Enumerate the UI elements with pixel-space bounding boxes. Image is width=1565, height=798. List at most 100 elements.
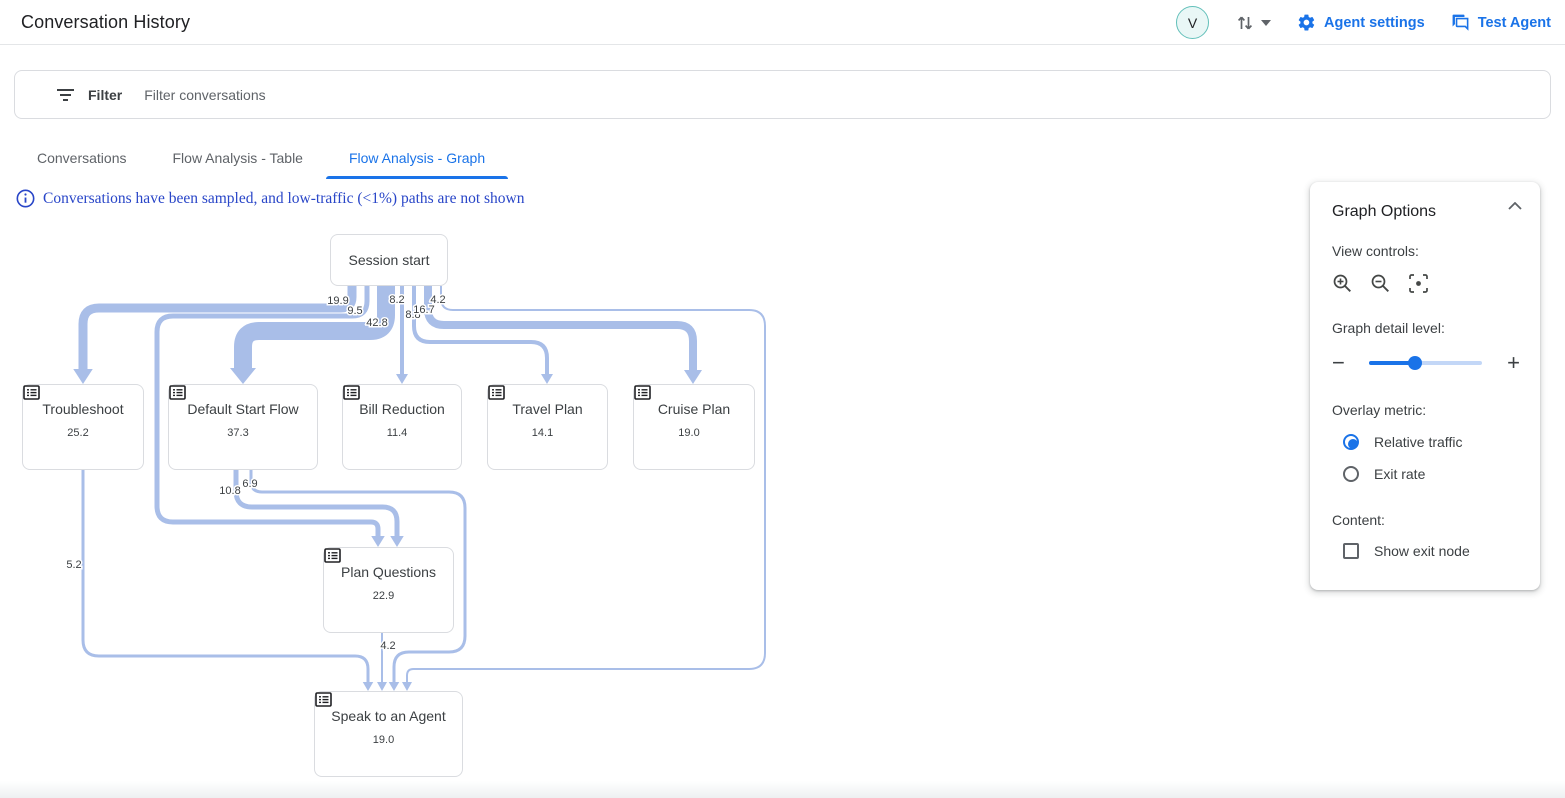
flow-edge-arrowhead [371,536,385,547]
top-bar: Conversation History V Agent settings [0,0,1565,45]
flow-node-title: Cruise Plan [657,401,731,417]
flow-edge-arrowhead [388,682,400,691]
detail-decrease-button[interactable]: − [1332,350,1345,375]
flow-edge [78,286,357,369]
flow-edge-arrowhead [377,682,387,691]
detail-level-slider[interactable] [1368,356,1483,370]
flow-node-session-start[interactable]: Session start [330,234,448,286]
flow-edge [234,286,395,368]
flow-edge [233,470,400,536]
content-label: Content: [1332,512,1385,528]
filter-conversations-input[interactable] [144,86,1045,103]
import-export-icon [1237,16,1253,29]
flow-node-speak-to-an-agent[interactable]: Speak to an Agent 19.0 [314,691,463,777]
flow-edge [412,286,549,374]
radio-exit-rate[interactable]: Exit rate [1343,466,1520,482]
overlay-metric-label: Overlay metric: [1332,402,1427,418]
collapse-chevron-up-icon[interactable] [1508,202,1522,210]
flow-edge [406,286,766,682]
show-exit-node-checkbox-row[interactable]: Show exit node [1343,543,1520,559]
edge-traffic-label: 6.9 [242,478,257,490]
flow-node-title: Session start [348,252,430,268]
flow-edge-arrowhead [390,536,404,547]
flow-edge-arrowhead [541,374,553,384]
flow-node-title: Bill Reduction [359,401,445,417]
tab-bar: Conversations Flow Analysis - Table Flow… [14,138,509,179]
test-agent-button[interactable]: Test Agent [1451,13,1551,32]
flow-node-traffic-value: 37.3 [227,427,249,439]
chevron-down-icon [1260,19,1271,26]
flow-node-traffic-value: 14.1 [531,427,554,439]
graph-options-panel: Graph Options View controls: [1310,182,1540,590]
avatar[interactable]: V [1175,6,1209,39]
flow-node-title: Travel Plan [512,401,583,417]
zoom-in-icon[interactable] [1332,273,1353,294]
flow-edge-arrowhead [230,368,256,384]
flow-node-title: Default Start Flow [187,401,299,417]
view-controls-label: View controls: [1332,243,1419,259]
flow-node-troubleshoot[interactable]: Troubleshoot 25.2 [22,384,144,470]
flow-node-cruise-plan[interactable]: Cruise Plan 19.0 [633,384,755,470]
filter-icon [57,88,74,101]
radio-icon [1343,434,1359,450]
flow-edge [154,286,381,536]
edge-traffic-label: 10.8 [219,485,240,497]
flow-node-title: Speak to an Agent [331,708,446,724]
radio-icon [1343,466,1359,482]
flow-edge-arrowhead [362,682,374,691]
graph-detail-level-label: Graph detail level: [1332,320,1445,336]
flow-node-traffic-value: 19.0 [678,427,700,439]
radio-relative-traffic[interactable]: Relative traffic [1343,434,1520,450]
flow-edge [81,470,370,682]
flow-node-traffic-value: 25.2 [67,427,89,439]
center-focus-icon[interactable] [1408,273,1429,294]
flow-edge [424,286,697,370]
checkbox-icon [1343,543,1359,559]
flow-edge-arrowhead [684,370,702,384]
tab-flow-analysis-graph[interactable]: Flow Analysis - Graph [325,138,509,179]
zoom-out-icon[interactable] [1370,273,1391,294]
flow-node-title: Troubleshoot [42,401,124,417]
edge-traffic-label: 4.2 [430,294,445,306]
avatar-letter: V [1187,14,1198,31]
edge-traffic-label: 19.9 [327,295,348,307]
sampling-notice: Conversations have been sampled, and low… [16,189,525,208]
agent-settings-label: Agent settings [1323,14,1425,31]
flow-node-title: Plan Questions [341,564,436,580]
tab-conversations[interactable]: Conversations [37,150,127,166]
slider-thumb[interactable] [1408,356,1423,370]
detail-increase-button[interactable]: + [1507,350,1520,375]
edge-traffic-label: 8.8 [405,309,420,321]
gear-icon [1298,14,1315,31]
filter-label: Filter [88,86,123,103]
flow-node-traffic-value: 19.0 [372,734,395,746]
test-agent-label: Test Agent [1477,14,1551,31]
tab-flow-analysis-table[interactable]: Flow Analysis - Table [172,150,303,166]
import-export-button[interactable] [1235,13,1271,33]
radio-exit-rate-label: Exit rate [1374,466,1426,482]
sampling-notice-text: Conversations have been sampled, and low… [43,189,525,207]
edge-traffic-label: 16.7 [413,304,434,316]
agent-settings-button[interactable]: Agent settings [1297,13,1425,32]
info-icon [16,189,35,208]
flow-edge-arrowhead [402,682,412,691]
page-title: Conversation History [21,11,191,32]
bottom-scroll-strip [0,781,1565,798]
flow-edge-arrowhead [73,369,93,384]
flow-node-plan-questions[interactable]: Plan Questions 22.9 [323,547,454,633]
flow-node-traffic-value: 22.9 [372,590,395,602]
flow-edge [249,470,467,682]
flow-node-travel-plan[interactable]: Travel Plan 14.1 [487,384,608,470]
edge-traffic-label: 5.2 [66,559,81,571]
filter-bar[interactable]: Filter [14,70,1551,119]
edge-traffic-label: 42.8 [366,317,387,329]
flow-node-default-start-flow[interactable]: Default Start Flow 37.3 [168,384,318,470]
show-exit-node-label: Show exit node [1374,543,1470,559]
flow-edge-arrowhead [396,374,408,384]
edge-traffic-label: 9.5 [347,305,362,317]
chat-icon [1452,14,1469,31]
edge-traffic-label: 4.2 [380,640,395,652]
